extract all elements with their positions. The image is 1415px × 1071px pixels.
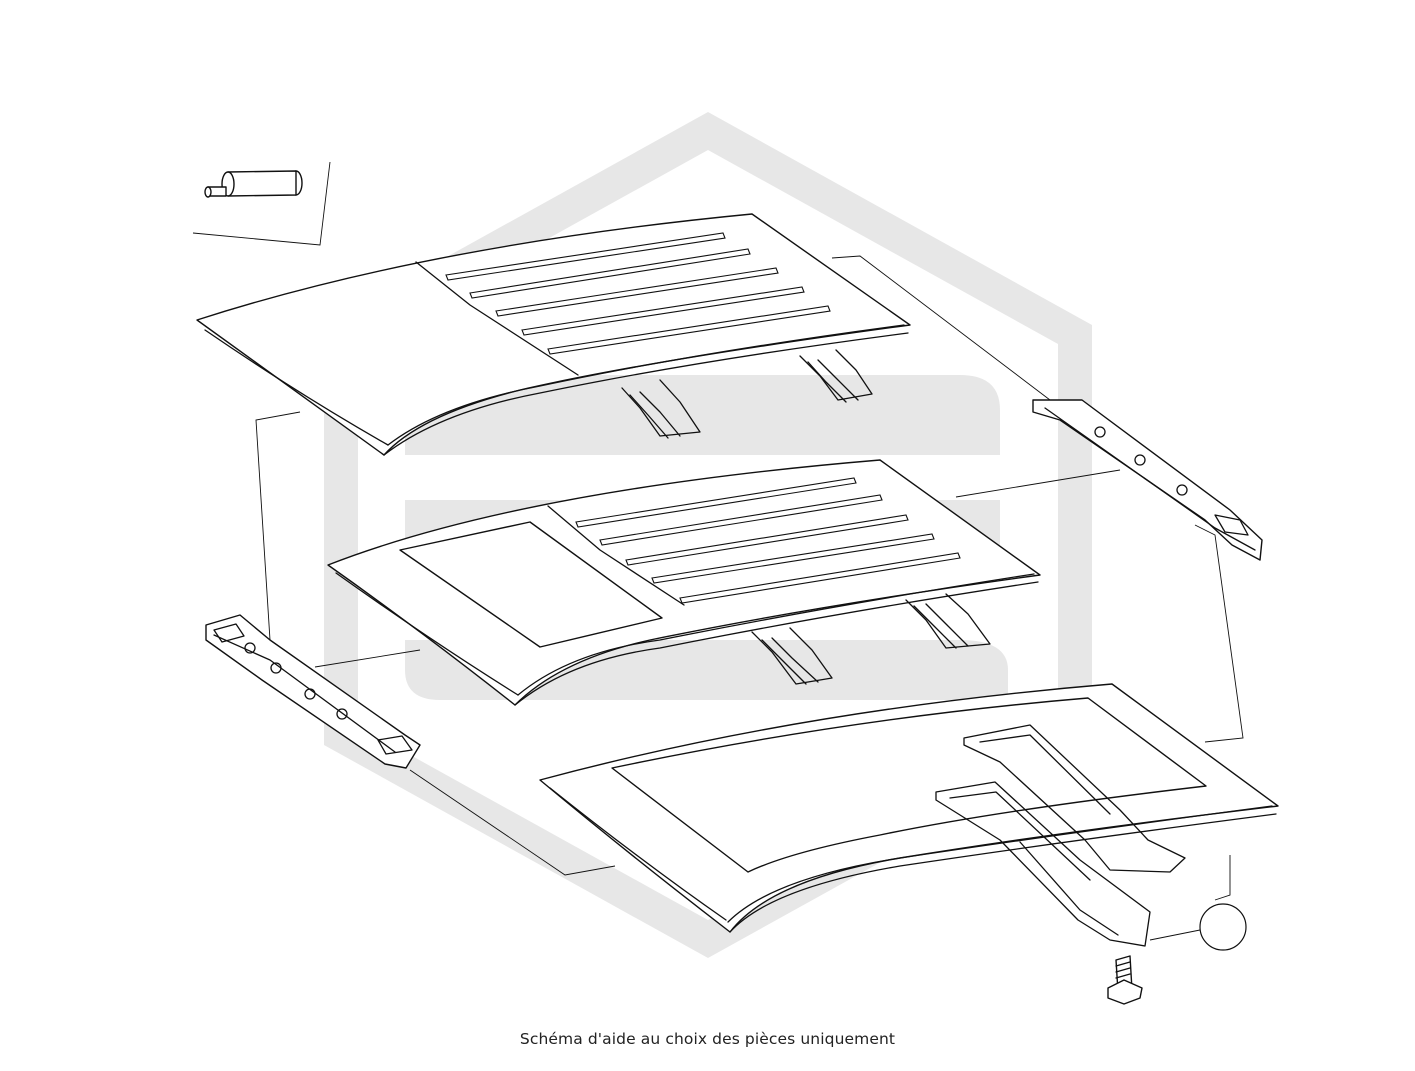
leader-lines xyxy=(192,161,1244,941)
frame-cross-members xyxy=(935,724,1186,947)
diagram-caption: Schéma d'aide au choix des pièces unique… xyxy=(519,1030,896,1048)
middle-panel-slots xyxy=(575,477,961,604)
top-panel-ribs xyxy=(621,349,873,439)
front-rail-part xyxy=(205,614,421,769)
top-roof-panel xyxy=(196,213,911,456)
bolt-part xyxy=(1107,955,1143,1005)
bottom-roof-frame xyxy=(539,683,1279,947)
rear-rail-part xyxy=(1032,399,1263,561)
rivet-part xyxy=(204,170,303,198)
frame-opening xyxy=(611,697,1207,873)
callout-circle xyxy=(1199,903,1247,951)
middle-roof-panel xyxy=(327,459,1041,706)
sunroof-opening xyxy=(399,521,663,648)
middle-panel-ribs xyxy=(751,593,991,685)
top-panel-slots xyxy=(445,232,831,355)
